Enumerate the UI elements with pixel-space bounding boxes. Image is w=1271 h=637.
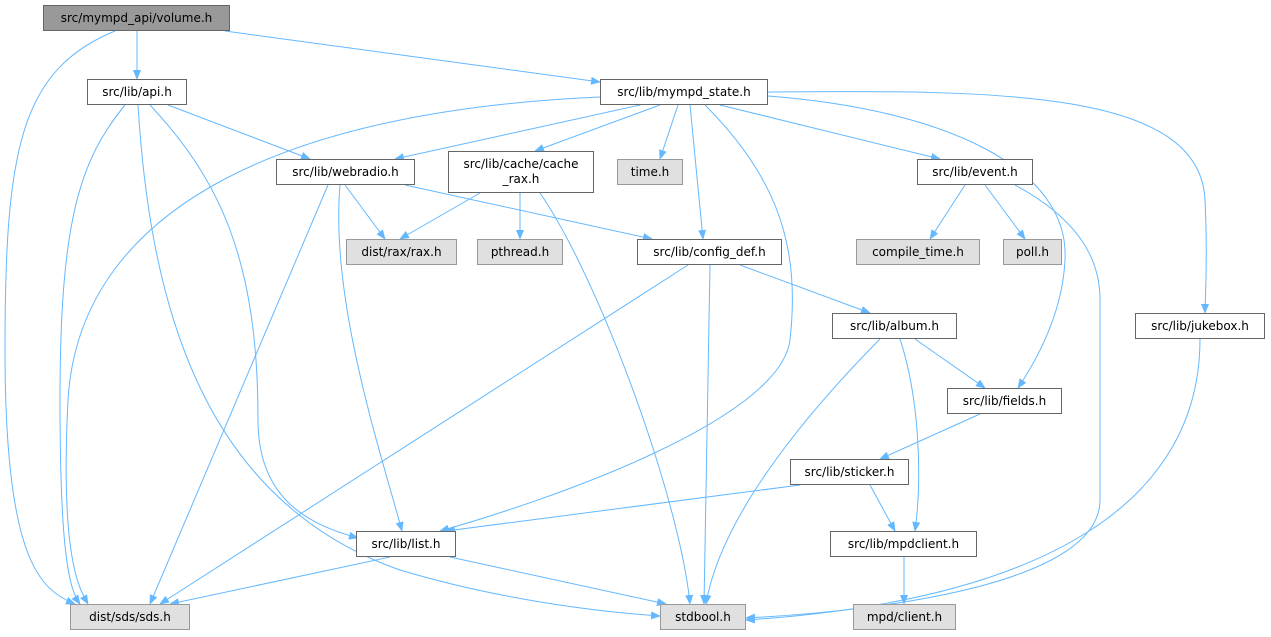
node-sds: dist/sds/sds.h — [70, 604, 190, 630]
node-event[interactable]: src/lib/event.h — [917, 159, 1033, 185]
node-list[interactable]: src/lib/list.h — [356, 531, 456, 557]
node-album[interactable]: src/lib/album.h — [832, 313, 957, 339]
edge-fields-to-sticker — [879, 413, 981, 460]
edge-volume-to-sds — [4, 30, 116, 605]
edge-mympd_state-to-jukebox — [767, 91, 1210, 314]
node-api[interactable]: src/lib/api.h — [87, 79, 187, 105]
node-jukebox[interactable]: src/lib/jukebox.h — [1135, 313, 1265, 339]
node-mympd-state[interactable]: src/lib/mympd_state.h — [600, 79, 768, 105]
node-config-def[interactable]: src/lib/config_def.h — [637, 239, 782, 265]
edge-event-to-poll — [984, 184, 1026, 240]
edge-cache_rax-to-rax — [399, 192, 481, 240]
edge-list-to-sds — [169, 556, 391, 607]
edge-api-to-sds — [59, 104, 126, 605]
edge-event-to-compile_time — [929, 184, 966, 240]
edge-mympd_state-to-config_def — [689, 104, 707, 240]
edge-mympd_state-to-list — [439, 104, 793, 533]
edge-config_def-to-stdbool — [700, 264, 711, 605]
edge-mympd_state-to-time — [659, 104, 679, 160]
edge-sticker-to-mpdclient — [869, 484, 896, 532]
edge-webradio-to-list — [338, 184, 404, 532]
node-volume[interactable]: src/mympd_api/volume.h — [43, 5, 230, 31]
edge-mympd_state-to-event — [719, 104, 941, 161]
node-stdbool: stdbool.h — [660, 604, 746, 630]
edge-album-to-mpdclient — [899, 338, 921, 532]
node-compile-time: compile_time.h — [856, 239, 980, 265]
edge-mympd_state-to-fields — [767, 95, 1066, 389]
node-cache-rax[interactable]: src/lib/cache/cache _rax.h — [448, 151, 594, 193]
node-time: time.h — [617, 159, 683, 185]
edge-mympd_state-to-cache_rax — [534, 104, 661, 152]
edge-api-to-list — [149, 104, 359, 540]
edge-config_def-to-album — [739, 264, 871, 314]
node-webradio[interactable]: src/lib/webradio.h — [276, 159, 415, 185]
node-mpd-client: mpd/client.h — [853, 604, 956, 630]
edge-webradio-to-config_def — [404, 184, 653, 241]
edge-album-to-stdbool — [703, 338, 881, 605]
edge-cache_rax-to-stdbool — [539, 192, 694, 605]
node-sticker[interactable]: src/lib/sticker.h — [790, 459, 909, 485]
edge-sticker-to-list — [445, 484, 801, 534]
node-pthread: pthread.h — [477, 239, 563, 265]
edge-api-to-webradio — [167, 104, 311, 160]
edge-mympd_state-to-webradio — [394, 104, 641, 161]
edge-webradio-to-sds — [149, 184, 329, 605]
edge-api-to-stdbool — [137, 104, 661, 620]
node-poll: poll.h — [1003, 239, 1062, 265]
node-mpdclient[interactable]: src/lib/mpdclient.h — [830, 531, 977, 557]
node-rax: dist/rax/rax.h — [346, 239, 457, 265]
edge-volume-to-mympd_state — [224, 30, 601, 85]
edge-webradio-to-rax — [344, 184, 386, 240]
edge-album-to-fields — [914, 338, 986, 389]
edge-list-to-stdbool — [449, 556, 667, 606]
edge-mympd_state-to-sds — [65, 96, 601, 605]
edge-config_def-to-sds — [159, 264, 689, 605]
node-fields[interactable]: src/lib/fields.h — [947, 388, 1062, 414]
